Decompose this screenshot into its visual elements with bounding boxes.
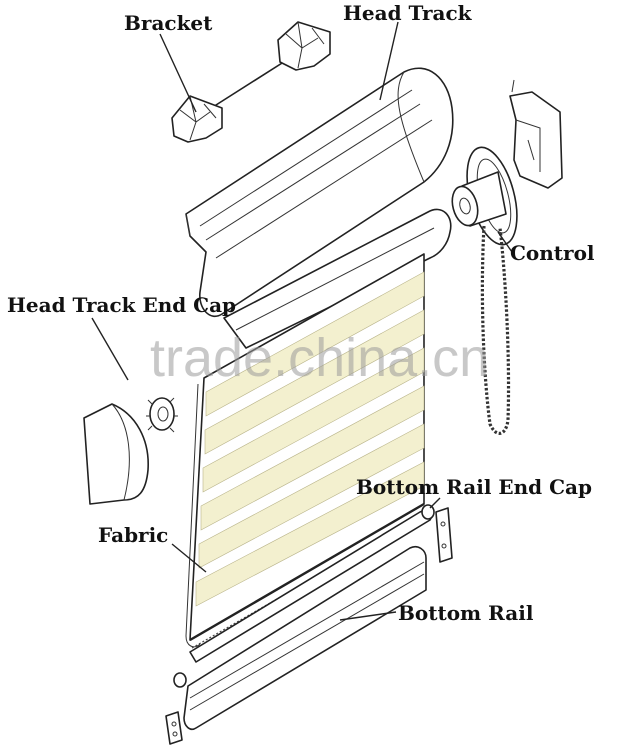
leader-lines (91, 21, 513, 621)
control-part (451, 79, 563, 435)
fabric-part (185, 208, 452, 649)
label-control: Control (510, 241, 595, 265)
label-fabric: Fabric (98, 523, 168, 547)
bottom-rail-part (165, 504, 453, 745)
head-track-end-cap-part (83, 397, 178, 505)
label-head-track: Head Track (343, 1, 473, 25)
label-bottom-rail: Bottom Rail (398, 601, 534, 625)
label-bracket: Bracket (124, 11, 213, 35)
bracket-part (171, 21, 331, 143)
watermark-text: trade.china.cn (150, 328, 489, 388)
label-bottom-rail-end-cap: Bottom Rail End Cap (356, 475, 592, 499)
label-head-track-end-cap: Head Track End Cap (7, 293, 236, 317)
head-track-part (185, 67, 454, 317)
